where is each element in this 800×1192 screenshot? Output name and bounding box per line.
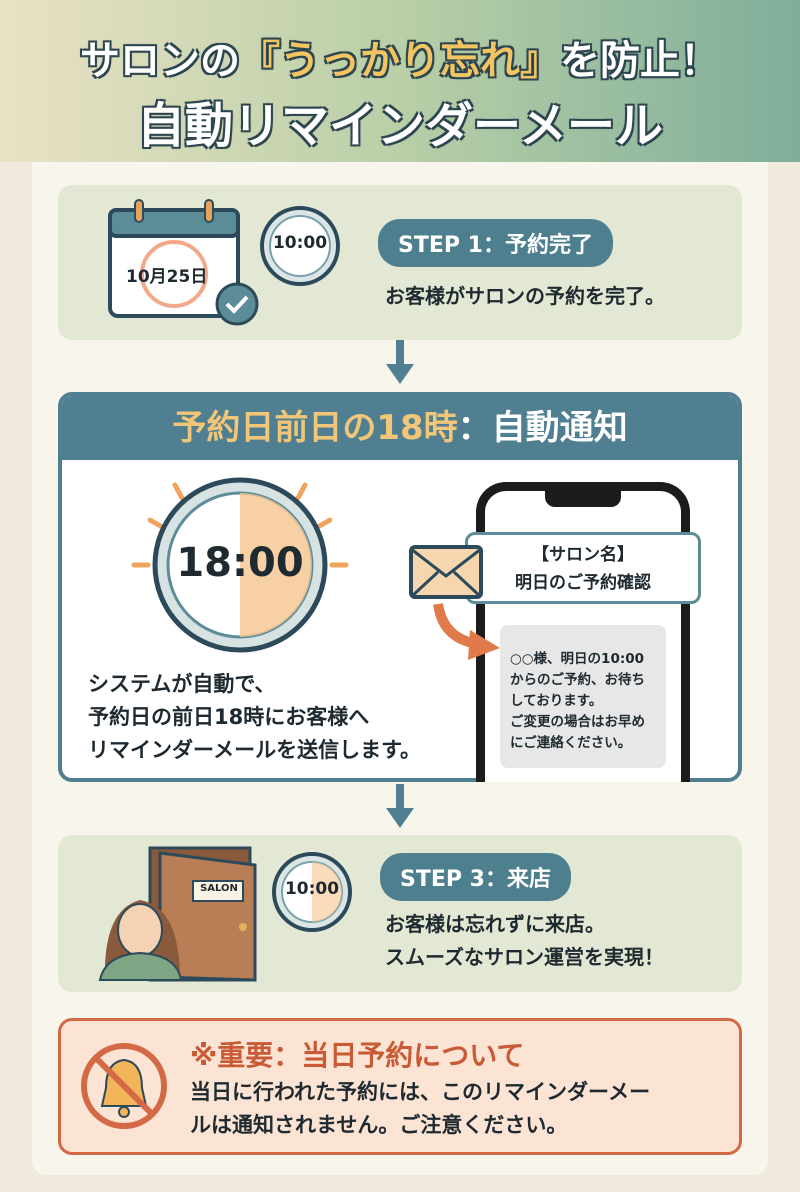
down-arrow-icon — [386, 340, 414, 384]
clock-time-18: 18:00 — [176, 540, 304, 586]
description-line: システムが自動で、 — [88, 672, 276, 696]
step1-description: お客様がサロンの予約を完了。 — [385, 284, 665, 308]
calendar-date: 10月25日 — [126, 267, 208, 287]
alarm-clock-icon — [131, 477, 349, 653]
clock-icon — [260, 206, 340, 286]
clock-icon — [272, 852, 352, 932]
main-title: サロンの『うっかり忘れ』を防止！ — [0, 28, 800, 86]
message-line: にご連絡ください。 — [510, 735, 632, 751]
message-line: ○○様、明日の10:00 — [510, 651, 645, 667]
warning-line: 当日に行われた予約には、このリマインダーメー — [190, 1080, 651, 1104]
warning-text: 当日に行われた予約には、このリマインダーメー ルは通知されません。ご注意ください… — [190, 1076, 650, 1142]
notification-bubble: 【サロン名】 明日のご予約確認 — [465, 532, 701, 604]
notification-subject: 明日のご予約確認 — [515, 573, 651, 593]
description-line: スムーズなサロン運営を実現！ — [385, 945, 664, 969]
title-highlight: 『うっかり忘れ』 — [240, 38, 560, 84]
step3-label: STEP 3：来店 — [380, 853, 571, 901]
warning-box — [58, 1018, 742, 1155]
calendar-icon — [108, 199, 259, 326]
step3-description: お客様は忘れずに来店。 スムーズなサロン運営を実現！ — [385, 908, 664, 974]
warning-line: ルは通知されません。ご注意ください。 — [190, 1113, 568, 1137]
salon-door-customer-illustration — [98, 846, 257, 982]
message-line: しております。 — [510, 693, 603, 709]
clock-time: 10:00 — [272, 233, 328, 253]
step2-title-suffix: ：自動通知 — [457, 408, 628, 448]
step2-title-highlight: 予約日前日の18時 — [172, 408, 458, 448]
message-body: ○○様、明日の10:00 からのご予約、お待ち しております。 ご変更の場合はお… — [500, 625, 666, 768]
phone-notch — [545, 491, 621, 507]
notification-sender: 【サロン名】 — [532, 545, 634, 565]
clock-time: 10:00 — [284, 879, 340, 899]
step1-label: STEP 1：予約完了 — [378, 219, 613, 267]
down-arrow-icon — [386, 784, 414, 828]
title-prefix: サロンの — [80, 38, 240, 84]
description-line: リマインダーメールを送信します。 — [88, 738, 422, 762]
title-suffix: を防止！ — [560, 38, 720, 84]
door-sign: SALON — [200, 883, 238, 894]
envelope-icon — [409, 545, 500, 660]
message-line: ご変更の場合はお早め — [510, 714, 645, 730]
no-bell-icon — [81, 1043, 167, 1129]
step2-description: システムが自動で、 予約日の前日18時にお客様へ リマインダーメールを送信します… — [88, 668, 421, 767]
subtitle: 自動リマインダーメール — [136, 98, 664, 154]
description-line: 予約日の前日18時にお客様へ — [88, 705, 370, 729]
warning-title: ※重要：当日予約について — [190, 1039, 525, 1072]
header-banner: サロンの『うっかり忘れ』を防止！ 自動リマインダーメール — [0, 0, 800, 162]
step2-title: 予約日前日の18時：自動通知 — [62, 396, 738, 460]
description-line: お客様は忘れずに来店。 — [385, 912, 605, 936]
message-line: からのご予約、お待ち — [510, 672, 645, 688]
